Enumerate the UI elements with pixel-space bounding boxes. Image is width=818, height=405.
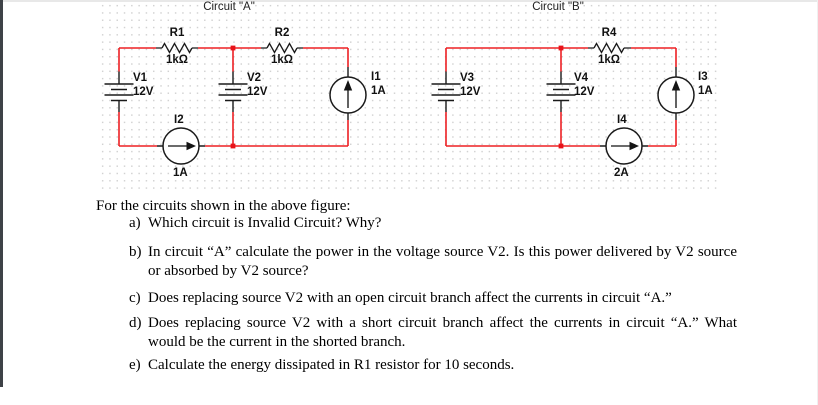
label-i3-name: I3 [698,71,708,83]
label-r2-value: 1kΩ [270,54,294,66]
label-r1-name: R1 [169,27,185,39]
label-r1-value: 1kΩ [165,54,189,66]
voltage-source-v1 [104,71,134,112]
question-label: b) [129,244,142,260]
label-v4-name: V4 [574,72,589,84]
label-v4-value: 12V [574,86,595,98]
label-i2-name: I2 [174,114,184,126]
label-i4-name: I4 [617,114,627,126]
circuit-a-wires [118,47,349,147]
voltage-source-v3 [431,71,461,112]
label-r4-name: R4 [601,27,617,39]
arrow-right-icon [629,141,639,151]
arrow-right-icon [186,141,196,151]
circuit-b-junctions [558,45,564,149]
question-text: Does replacing source V2 with a short ci… [148,315,737,350]
label-v2-name: V2 [247,72,262,84]
question-label: c) [129,290,141,306]
arrow-up-icon [671,80,681,91]
voltage-source-v4 [546,71,576,112]
question-item-e: e) Calculate the energy dissipated in R1… [129,356,737,375]
resistor-r2 [261,42,303,54]
label-v3-value: 12V [460,86,481,98]
page-left-edge [0,0,3,387]
voltage-source-v2 [218,71,248,112]
question-text: Does replacing source V2 with an open ci… [148,290,672,306]
question-text: Calculate the energy dissipated in R1 re… [148,357,515,373]
current-source-i4 [600,127,648,165]
label-r2-name: R2 [274,27,290,39]
question-item-d: d) Does replacing source V2 with a short… [129,314,737,352]
label-i3-value: 1A [698,85,713,97]
label-i1-value: 1A [371,85,386,97]
question-text: Which circuit is Invalid Circuit? Why? [148,215,382,231]
label-i1-name: I1 [371,71,381,83]
arrow-up-icon [343,80,353,91]
current-source-i2 [157,127,205,165]
question-label: d) [129,315,142,331]
current-source-i1 [329,67,367,120]
circuit-schematic [104,42,695,165]
question-label: e) [129,357,141,373]
label-v1-value: 12V [133,86,154,98]
top-divider [0,0,818,2]
resistor-r4 [588,42,631,54]
label-v2-value: 12V [247,86,268,98]
question-label: a) [129,215,141,231]
circuit-a-title: Circuit "A" [203,1,255,13]
question-item-c: c) Does replacing source V2 with an open… [129,289,737,308]
label-v3-name: V3 [460,72,475,84]
circuit-b-title: Circuit "B" [532,1,584,13]
label-i2-value: 1A [173,167,188,179]
label-r4-value: 1kΩ [597,54,621,66]
current-source-i3 [657,67,695,120]
question-text: In circuit “A” calculate the power in th… [148,244,737,279]
resistor-r1 [156,42,198,54]
label-v1-name: V1 [133,72,148,84]
label-i4-value: 2A [614,167,629,179]
question-item-b: b) In circuit “A” calculate the power in… [129,243,737,281]
question-intro: For the circuits shown in the above figu… [96,198,351,214]
circuit-a-junctions [230,45,236,149]
question-item-a: a) Which circuit is Invalid Circuit? Why… [129,214,737,233]
circuit-b-wires [445,47,677,147]
